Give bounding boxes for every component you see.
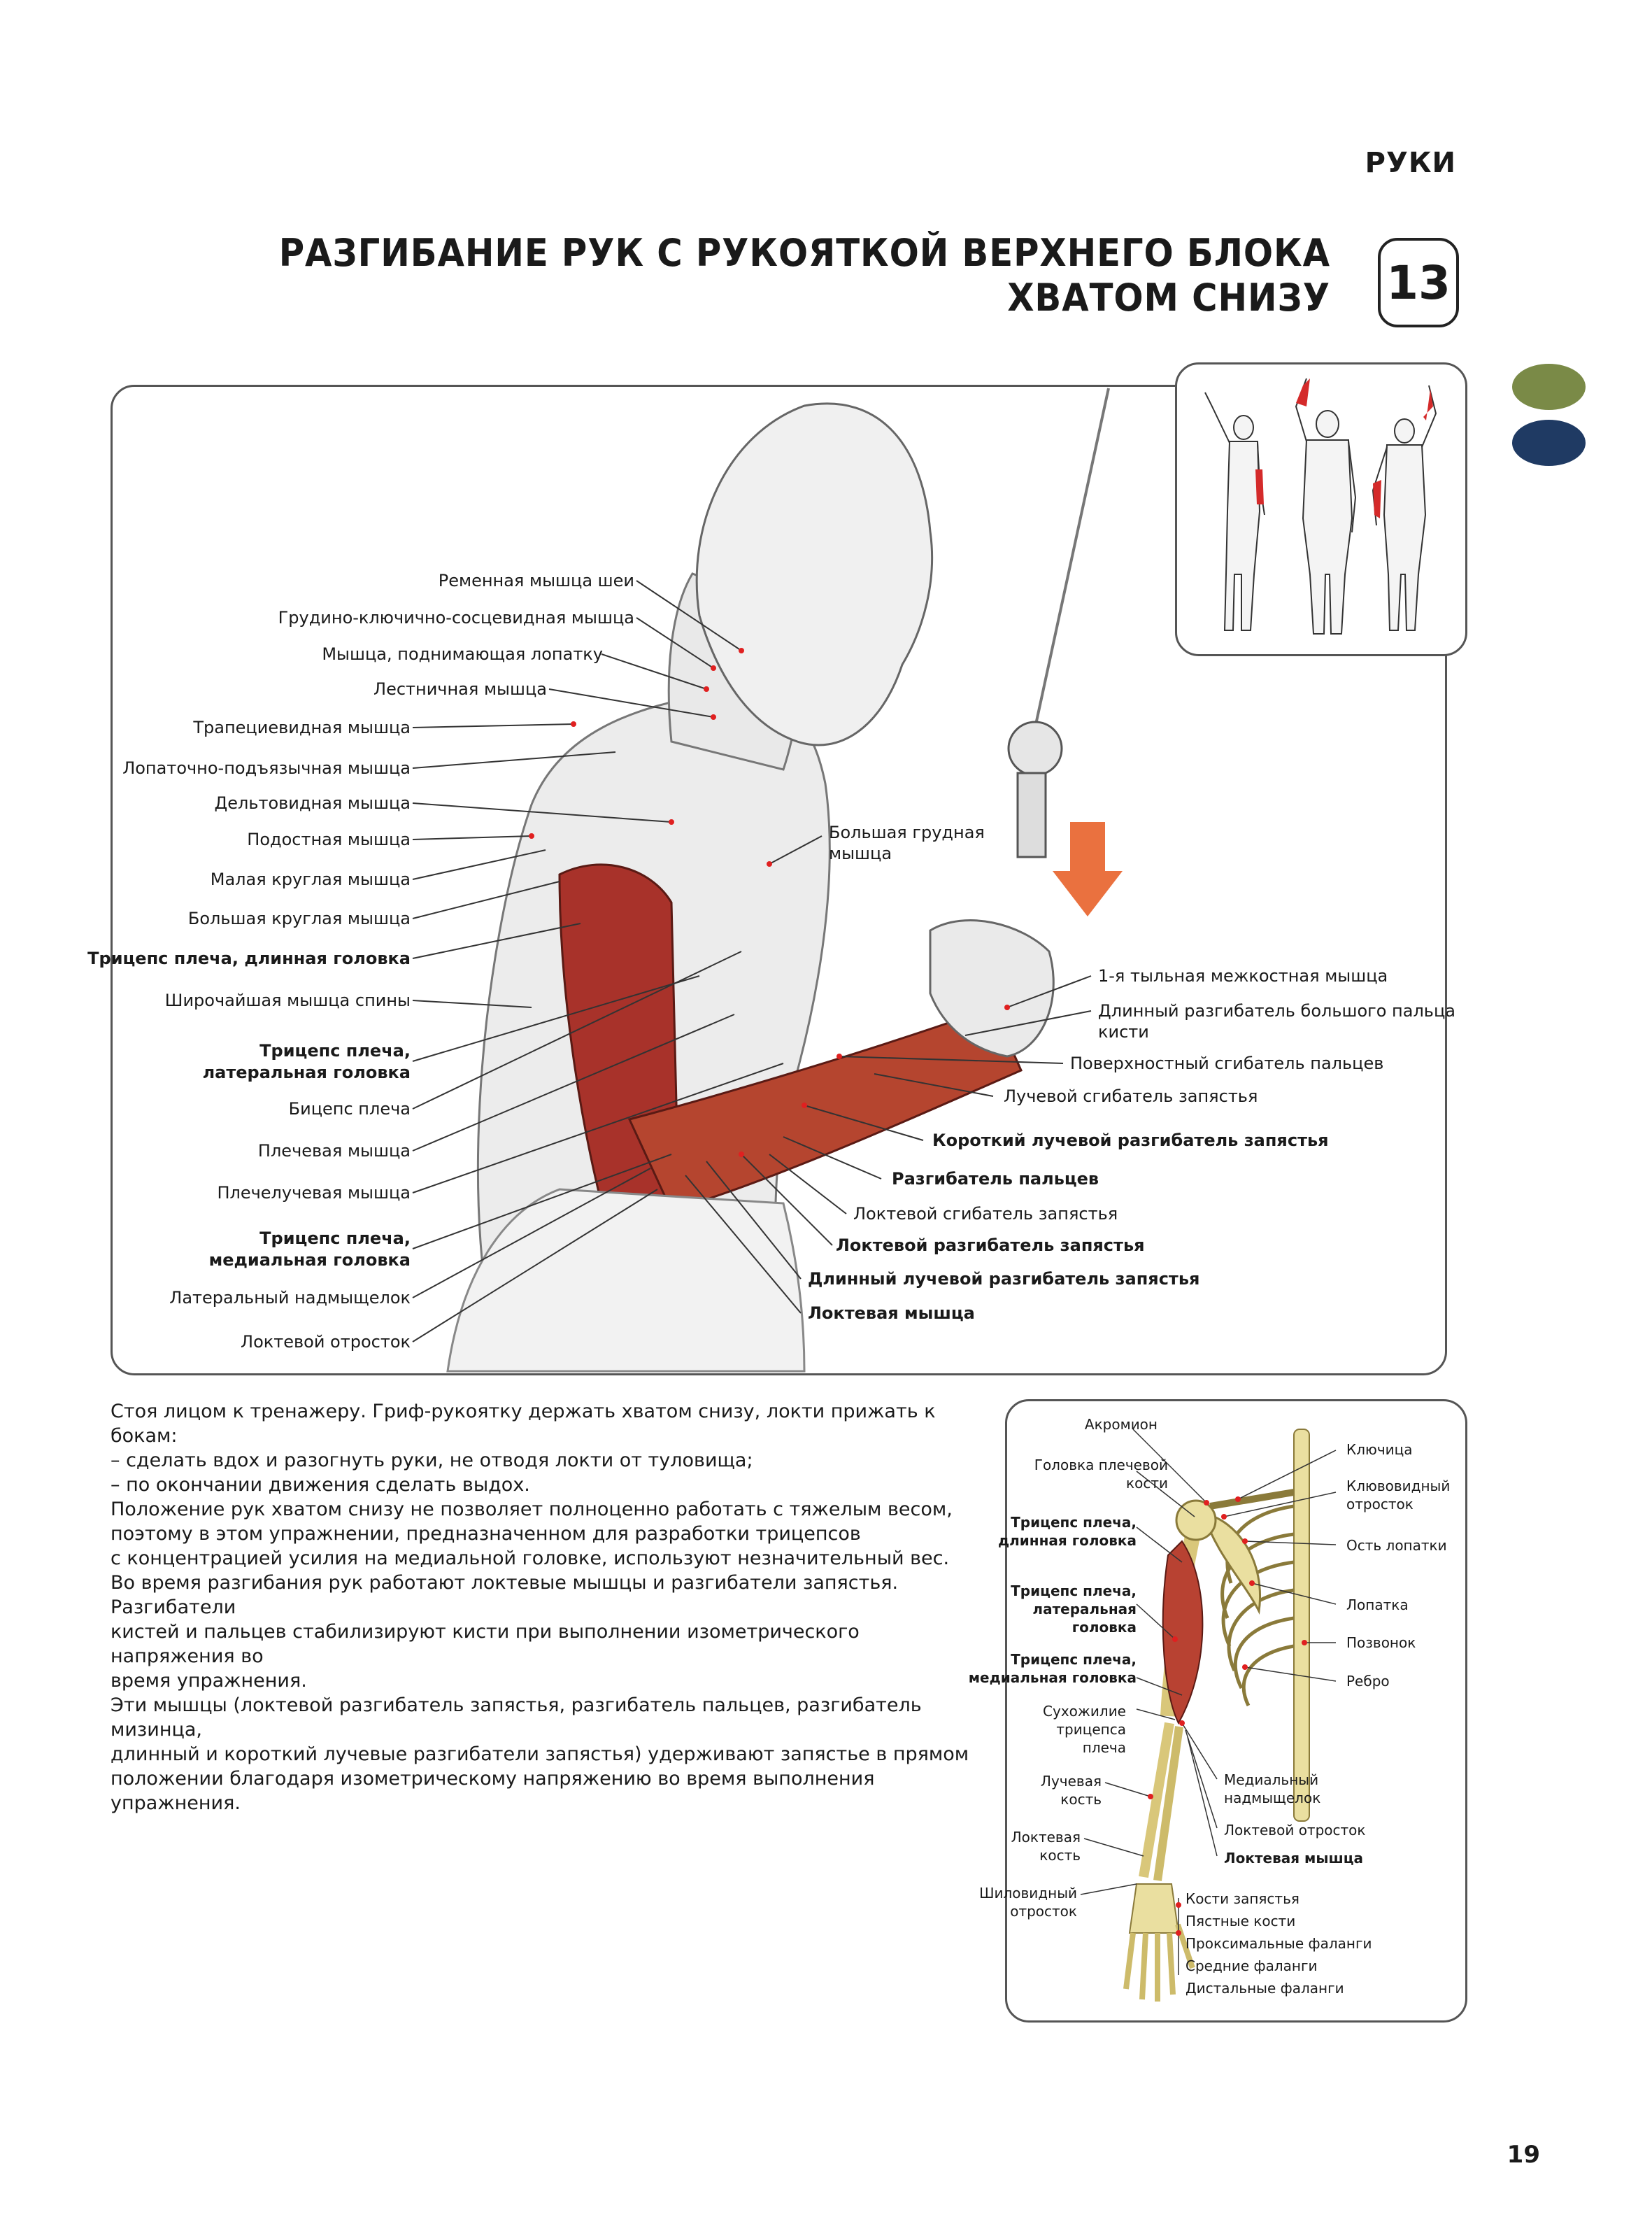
skel-label-distal-phalanges: Дистальные фаланги (1185, 1980, 1344, 1997)
label-extensor-pollicis-1: Длинный разгибатель большого пальца (1098, 1001, 1455, 1021)
skel-label-triceps-long-2: длинная головка (997, 1532, 1137, 1549)
label-extensor-carpi-ulnaris: Локтевой разгибатель запястья (836, 1235, 1145, 1255)
skel-label-clavicle: Ключица (1346, 1441, 1413, 1458)
skel-label-middle-phalanges: Средние фаланги (1185, 1957, 1318, 1974)
section-tab-green (1512, 364, 1586, 410)
label-trapezius: Трапециевидная мышца (193, 718, 411, 737)
label-teres-major: Большая круглая мышца (187, 909, 411, 928)
skel-label-coracoid-2: отросток (1346, 1496, 1414, 1513)
skel-label-acromion: Акромион (1084, 1416, 1158, 1433)
label-extensor-digitorum: Разгибатель пальцев (892, 1169, 1099, 1189)
label-extensor-pollicis-2: кисти (1098, 1022, 1149, 1042)
exercise-title: РАЗГИБАНИЕ РУК С РУКОЯТКОЙ ВЕРХНЕГО БЛОК… (279, 231, 1330, 320)
label-triceps-lateral-1: Трицепс плеча, (259, 1041, 411, 1061)
label-splenius: Ременная мышца шеи (438, 571, 634, 590)
skel-label-triceps-lateral-2: латеральная (1032, 1601, 1137, 1617)
description-line: с концентрацией усилия на медиальной гол… (111, 1547, 950, 1569)
label-infraspinatus: Подостная мышца (247, 830, 411, 849)
skel-label-medial-epicondyle-2: надмыщелок (1224, 1790, 1321, 1806)
label-biceps: Бицепс плеча (288, 1099, 411, 1119)
description-line: Положение рук хватом снизу не позволяет … (111, 1499, 953, 1520)
skel-label-proximal-phalanges: Проксимальные фаланги (1185, 1935, 1372, 1952)
skel-label-vertebra: Позвонок (1346, 1634, 1416, 1651)
skel-label-triceps-medial-1: Трицепс плеча, (1011, 1651, 1137, 1668)
skel-label-ulna-1: Локтевая (1011, 1829, 1081, 1846)
label-omohyoid: Лопаточно-подъязычная мышца (122, 758, 411, 778)
skel-label-triceps-lateral-3: головка (1071, 1619, 1137, 1636)
skel-label-styloid-1: Шиловидный (979, 1885, 1077, 1901)
section-title: РУКИ (1365, 147, 1456, 179)
skel-label-radius-1: Лучевая (1040, 1773, 1102, 1790)
description-line: – по окончании движения сделать выдох. (111, 1474, 530, 1496)
label-flexor-carpi-radialis: Лучевой сгибатель запястья (1004, 1086, 1258, 1106)
label-brachioradialis: Плечелучевая мышца (217, 1183, 411, 1203)
label-triceps-lateral-2: латеральная головка (202, 1063, 411, 1082)
label-latissimus: Широчайшая мышца спины (164, 991, 411, 1010)
label-sternocleidomastoid: Грудино-ключично-сосцевидная мышца (278, 608, 634, 628)
description-line: Стоя лицом к тренажеру. Гриф-рукоятку де… (111, 1401, 936, 1447)
label-first-dorsal-interosseous: 1-я тыльная межкостная мышца (1098, 966, 1388, 986)
skel-label-humeral-head-2: кости (1126, 1475, 1168, 1492)
skel-label-ulna-2: кость (1039, 1847, 1081, 1864)
label-triceps-long-head: Трицепс плеча, длинная головка (87, 949, 411, 968)
description-line: Во время разгибания рук работают локтевы… (111, 1572, 899, 1618)
muscle-map-figures (1204, 378, 1437, 635)
exercise-title-line2: ХВАТОМ СНИЗУ (1007, 276, 1330, 320)
skeleton-arm-illustration (1080, 1429, 1337, 2002)
label-levator-scapulae: Мышца, поднимающая лопатку (322, 644, 603, 664)
skel-label-scapula: Лопатка (1346, 1596, 1409, 1613)
skel-label-triceps-tendon-2: трицепса (1056, 1721, 1126, 1738)
skel-label-anconeus: Локтевая мышца (1224, 1850, 1364, 1867)
page-number: 19 (1507, 2141, 1540, 2169)
label-anconeus: Локтевая мышца (808, 1303, 975, 1323)
skel-label-coracoid-1: Клювовидный (1346, 1478, 1451, 1494)
skel-label-rib: Ребро (1346, 1673, 1390, 1690)
skel-label-carpal-bones: Кости запястья (1185, 1890, 1299, 1907)
label-deltoid: Дельтовидная мышца (214, 793, 411, 813)
skel-label-triceps-medial-2: медиальная головка (968, 1669, 1137, 1686)
skel-label-styloid-2: отросток (1010, 1903, 1077, 1920)
label-lateral-epicondyle: Латеральный надмыщелок (169, 1288, 411, 1308)
description-line: Эти мышцы (локтевой разгибатель запястья… (111, 1694, 922, 1741)
description-line: – сделать вдох и разогнуть руки, не отво… (111, 1450, 753, 1471)
label-scalene: Лестничная мышца (373, 679, 547, 699)
description-line: время упражнения. (111, 1670, 307, 1692)
skel-label-triceps-tendon-3: плеча (1082, 1739, 1126, 1756)
label-pectoralis-1: Большая грудная (829, 823, 985, 842)
description-line: длинный и короткий лучевые разгибатели з… (111, 1743, 969, 1765)
label-flexor-carpi-ulnaris: Локтевой сгибатель запястья (853, 1204, 1118, 1224)
exercise-description: Стоя лицом к тренажеру. Гриф-рукоятку де… (111, 1399, 971, 1815)
exercise-title-line1: РАЗГИБАНИЕ РУК С РУКОЯТКОЙ ВЕРХНЕГО БЛОК… (278, 231, 1330, 275)
label-flexor-digitorum-superficialis: Поверхностный сгибатель пальцев (1070, 1054, 1384, 1073)
label-triceps-medial-1: Трицепс плеча, (259, 1228, 411, 1248)
label-teres-minor: Малая круглая мышца (210, 870, 411, 889)
skel-label-triceps-long-1: Трицепс плеча, (1011, 1514, 1137, 1531)
description-line: кистей и пальцев стабилизируют кисти при… (111, 1621, 860, 1667)
label-olecranon: Локтевой отросток (241, 1332, 411, 1352)
skeleton-illustration-frame: Акромион Головка плечевой кости Трицепс … (969, 1399, 1467, 2023)
skel-label-scapular-spine: Ость лопатки (1346, 1537, 1447, 1554)
label-pectoralis-2: мышца (829, 844, 892, 863)
skel-label-olecranon: Локтевой отросток (1224, 1822, 1366, 1839)
skel-label-medial-epicondyle-1: Медиальный (1224, 1771, 1319, 1788)
label-ecrl: Длинный лучевой разгибатель запястья (808, 1269, 1200, 1289)
description-line: положении благодаря изометрическому напр… (111, 1768, 875, 1814)
label-ecrb: Короткий лучевой разгибатель запястья (932, 1131, 1329, 1150)
muscle-map-thumbnail (1175, 362, 1467, 656)
section-tab-blue (1512, 420, 1586, 466)
skel-label-radius-2: кость (1060, 1791, 1102, 1808)
label-brachialis: Плечевая мышца (257, 1141, 411, 1161)
skel-label-humeral-head-1: Головка плечевой (1034, 1457, 1168, 1473)
label-triceps-medial-2: медиальная головка (208, 1250, 411, 1270)
skel-label-triceps-lateral-1: Трицепс плеча, (1011, 1582, 1137, 1599)
skel-label-metacarpals: Пястные кости (1185, 1913, 1296, 1929)
skel-label-triceps-tendon-1: Сухожилие (1043, 1703, 1126, 1720)
exercise-number-badge: 13 (1378, 238, 1459, 327)
description-line: поэтому в этом упражнении, предназначенн… (111, 1523, 861, 1545)
